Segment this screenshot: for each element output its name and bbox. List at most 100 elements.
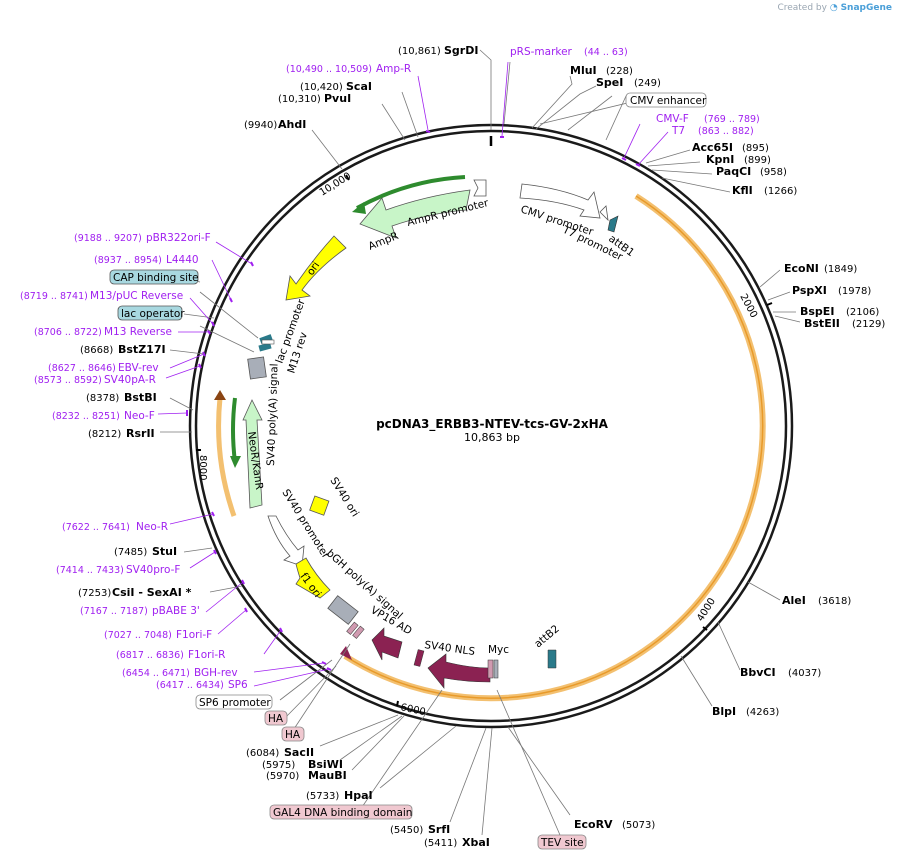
ha-tag-2 (352, 625, 365, 639)
primer-range-amp-r: (10,490 .. 10,509) (286, 64, 372, 75)
site-pos-hpai: (5733) (306, 791, 339, 802)
site-pos-ecorv: (5073) (622, 820, 655, 831)
tick-mark-2000 (766, 302, 773, 306)
attb1-feature (607, 215, 619, 233)
site-name-stui: StuI (152, 545, 177, 558)
site-name-paqci: PaqCI (716, 165, 751, 178)
gal4-feature (427, 653, 491, 689)
site-pos-sacii: (6084) (246, 748, 279, 759)
site-pos-csii-sexai: (7253) (78, 588, 111, 599)
primer-range-prs-marker: (44 .. 63) (584, 47, 628, 58)
watermark: Created by ◔ SnapGene (777, 3, 892, 13)
feat-label-sv40-ori: SV40 ori (327, 475, 361, 519)
site-pos-bsteii: (2129) (852, 319, 885, 330)
primer-range-sv40pro-f: (7414 .. 7433) (56, 565, 124, 576)
site-name-xbai: XbaI (462, 836, 490, 849)
site-name-bstbi: BstBI (124, 391, 157, 404)
site-name-ahdi: AhdI (278, 118, 306, 131)
primer-range-sv40pa-r: (8573 .. 8592) (34, 375, 102, 386)
site-name-hpai: HpaI (344, 789, 373, 802)
site-name-bbvci: BbvCI (740, 666, 776, 679)
ring-tick-6000: 6000 (399, 702, 426, 718)
site-pos-srfi: (5450) (390, 825, 423, 836)
box-label-cmv-enhancer: CMV enhancer (630, 95, 707, 107)
site-pos-kfli: (1266) (764, 186, 797, 197)
site-name-bstz17i: BstZ17I (118, 343, 166, 356)
site-pos-xbai: (5411) (424, 838, 457, 849)
box-tev-site (537, 834, 587, 850)
site-pos-bspei: (2106) (846, 307, 879, 318)
ha-tag-1 (346, 621, 359, 635)
primer-leaders (157, 61, 669, 687)
primer-name-sv40pro-f: SV40pro-F (126, 564, 180, 576)
site-pos-ahdi: (9940) (244, 120, 277, 131)
tick-mark-4000 (702, 626, 708, 631)
primer-name-sp6: SP6 (228, 679, 248, 691)
lac-promoter-feature (261, 339, 275, 345)
primer-name-f1ori-f: F1ori-F (176, 629, 212, 641)
primer-name-pbr322ori-f: pBR322ori-F (146, 232, 211, 244)
feat-label-attb2: attB2 (532, 623, 562, 651)
site-pos-spei: (249) (634, 78, 661, 89)
primer-name-ebv-rev: EBV-rev (118, 362, 159, 374)
tick-mark-6000 (396, 700, 399, 707)
primer-range-pbabe-3: (7167 .. 7187) (80, 606, 148, 617)
attb2-feature (547, 649, 557, 669)
ampr-orf-arc (356, 175, 466, 210)
sv40-ori-feature (309, 495, 330, 516)
tev-site-feature (493, 659, 499, 679)
site-name-acc65i: Acc65I (692, 141, 733, 154)
primer-name-pbabe-3: pBABE 3' (152, 605, 200, 617)
site-pos-pspxi: (1978) (838, 286, 871, 297)
site-name-srfi: SrfI (428, 823, 450, 836)
site-pos-bstbi: (8378) (86, 393, 119, 404)
ampr-feature (359, 189, 471, 239)
ampr-promoter-feature (473, 179, 487, 197)
primer-name-cmv-f: CMV-F (656, 113, 689, 125)
site-pos-scai: (10,420) (300, 82, 343, 93)
site-pos-mlui: (228) (606, 66, 633, 77)
neo-orf-arrowhead (214, 390, 226, 400)
feat-label-sv40-polya: SV40 poly(A) signal (265, 363, 281, 466)
site-pos-pvui: (10,310) (278, 94, 321, 105)
site-name-bspei: BspEI (800, 305, 834, 318)
site-pos-acc65i: (895) (742, 143, 769, 154)
site-pos-stui: (7485) (114, 547, 147, 558)
ampr-orf-arrowhead (352, 202, 366, 214)
primer-range-neo-r: (7622 .. 7641) (62, 522, 130, 533)
site-name-blpi: BlpI (712, 705, 736, 718)
site-name-econi: EcoNI (784, 262, 819, 275)
site-name-rsrii: RsrII (126, 427, 155, 440)
neo-orf-arc (216, 397, 237, 517)
watermark-prefix: Created by (777, 3, 827, 13)
site-name-alei: AleI (782, 594, 806, 607)
neor-orf-arc (231, 397, 237, 463)
site-name-scai: ScaI (346, 80, 372, 93)
primer-range-bgh-rev: (6454 .. 6471) (122, 668, 190, 679)
site-pos-maubi: (5970) (266, 771, 299, 782)
box-gal4-dbd (269, 804, 413, 820)
site-name-bsteii: BstEII (804, 317, 840, 330)
box-lac-operator (117, 305, 183, 321)
ori-feature (285, 235, 347, 301)
primer-range-t7: (863 .. 882) (698, 126, 754, 137)
site-pos-kpni: (899) (744, 155, 771, 166)
orf-arc-core (344, 195, 764, 699)
site-name-kpni: KpnI (706, 153, 734, 166)
primer-name-f1ori-r: F1ori-R (188, 649, 225, 661)
site-name-mlui: MluI (570, 64, 597, 77)
lac-operator-feature (258, 342, 272, 352)
primer-name-amp-r: Amp-R (376, 63, 411, 75)
primer-name-m13-reverse: M13 Reverse (104, 326, 172, 338)
f1-ori-feature (295, 557, 331, 599)
site-name-pspxi: PspXI (792, 284, 827, 297)
primer-range-m13puc-reverse: (8719 .. 8741) (20, 291, 88, 302)
site-name-spei: SpeI (596, 76, 623, 89)
box-cmv-enhancer (625, 92, 707, 108)
box-label-cap-binding-site: CAP binding site (113, 272, 199, 284)
myc-feature (487, 659, 494, 679)
site-pos-blpi: (4263) (746, 707, 779, 718)
bgh-polya-feature (327, 595, 359, 625)
feat-label-myc: Myc (488, 644, 509, 656)
